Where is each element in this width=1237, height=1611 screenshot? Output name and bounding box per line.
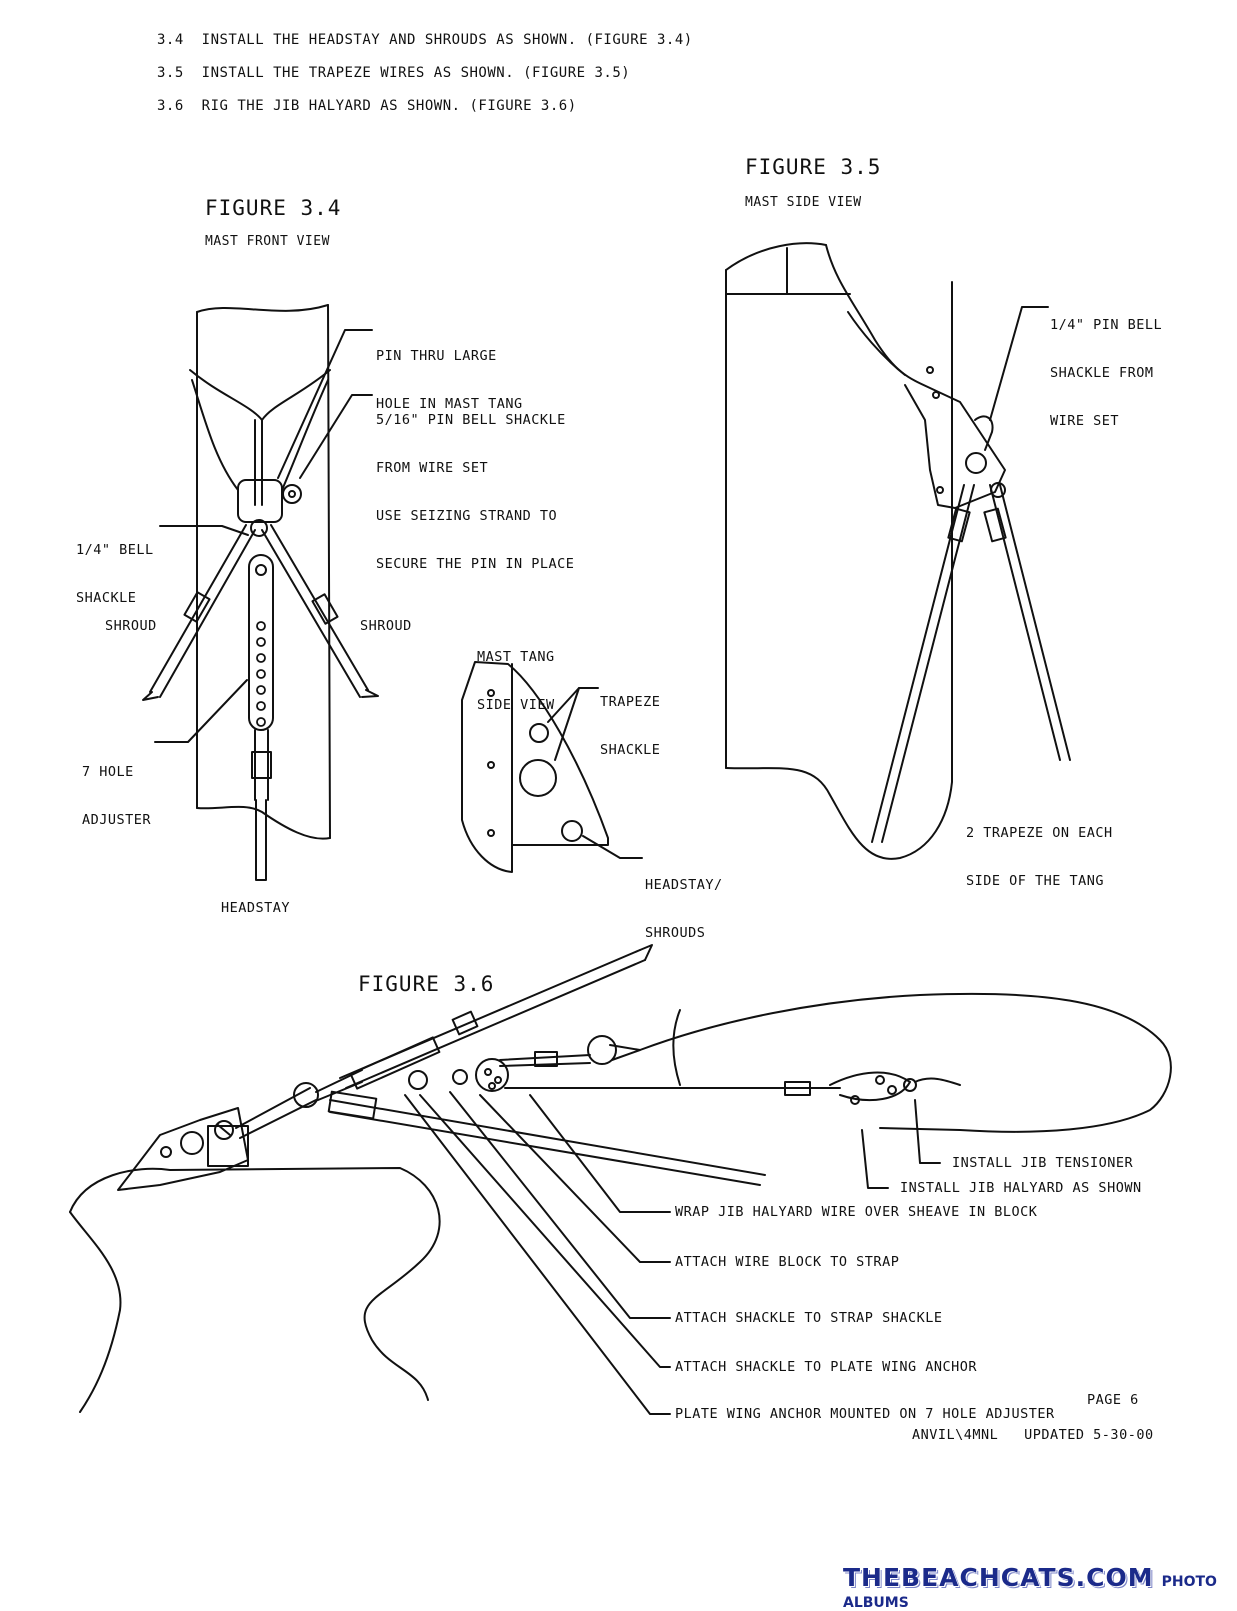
fig35-pin-bell-line-2: SHACKLE FROM: [1050, 365, 1154, 381]
step-3-4: 3.4 INSTALL THE HEADSTAY AND SHROUDS AS …: [157, 32, 693, 48]
adjuster-line-1: 7 HOLE: [82, 764, 134, 780]
tang-title-line-2: SIDE VIEW: [477, 697, 555, 713]
fig34-title: FIGURE 3.4: [205, 196, 342, 220]
adjuster-label: 7 HOLE ADJUSTER: [82, 732, 151, 844]
step-3-5: 3.5 INSTALL THE TRAPEZE WIRES AS SHOWN. …: [157, 65, 631, 81]
document-id: ANVIL\4MNL UPDATED 5-30-00: [912, 1427, 1154, 1443]
fig36-title: FIGURE 3.6: [358, 972, 495, 996]
pin-thru-label: PIN THRU LARGE HOLE IN MAST TANG: [376, 316, 523, 428]
jib-halyard-label: INSTALL JIB HALYARD AS SHOWN: [900, 1180, 1142, 1196]
plate-anchor-label: ATTACH SHACKLE TO PLATE WING ANCHOR: [675, 1359, 977, 1375]
trapeze-each-side-label: 2 TRAPEZE ON EACH SIDE OF THE TANG: [966, 793, 1113, 905]
fig35-pin-bell-line-1: 1/4" PIN BELL: [1050, 317, 1163, 333]
mounted-adjuster-label: PLATE WING ANCHOR MOUNTED ON 7 HOLE ADJU…: [675, 1406, 1055, 1422]
trapeze-shackle-line-2: SHACKLE: [600, 742, 661, 758]
bell-line-1: 1/4" BELL: [76, 542, 154, 558]
fig35-pin-bell-line-3: WIRE SET: [1050, 413, 1120, 429]
pin-bell-line-1: 5/16" PIN BELL SHACKLE: [376, 412, 566, 428]
adjuster-line-2: ADJUSTER: [82, 812, 152, 828]
jib-tensioner-label: INSTALL JIB TENSIONER: [952, 1155, 1134, 1171]
pin-bell-line-2: FROM WIRE SET: [376, 460, 489, 476]
pin-bell-shackle-label: 5/16" PIN BELL SHACKLE FROM WIRE SET USE…: [376, 380, 574, 588]
pin-thru-line-1: PIN THRU LARGE: [376, 348, 497, 364]
bell-line-2: SHACKLE: [76, 590, 137, 606]
fig35-title: FIGURE 3.5: [745, 155, 882, 179]
shroud-left-label: SHROUD: [105, 618, 157, 634]
pin-bell-line-3: USE SEIZING STRAND TO: [376, 508, 558, 524]
fig35-pin-bell-label: 1/4" PIN BELL SHACKLE FROM WIRE SET: [1050, 285, 1162, 445]
pin-thru-line-2: HOLE IN MAST TANG: [376, 396, 523, 412]
wrap-halyard-label: WRAP JIB HALYARD WIRE OVER SHEAVE IN BLO…: [675, 1204, 1038, 1220]
headstay-label: HEADSTAY: [221, 900, 291, 916]
page-number: PAGE 6: [1087, 1392, 1139, 1408]
headstay-shrouds-line-2: SHROUDS: [645, 925, 706, 941]
trapeze-each-side-line-1: 2 TRAPEZE ON EACH: [966, 825, 1113, 841]
shroud-right-label: SHROUD: [360, 618, 412, 634]
tang-side-view-drawing: [461, 661, 643, 873]
tang-title-line-1: MAST TANG: [477, 649, 555, 665]
bell-shackle-label: 1/4" BELL SHACKLE: [76, 510, 154, 622]
fig34-subtitle: MAST FRONT VIEW: [205, 234, 330, 249]
watermark-site: THEBEACHCATS.COM: [843, 1563, 1154, 1592]
step-3-6: 3.6 RIG THE JIB HALYARD AS SHOWN. (FIGUR…: [157, 98, 577, 114]
fig34-mast-drawing: [142, 304, 379, 881]
fig35-mast-drawing: [725, 242, 1071, 860]
fig36-drawing: [69, 944, 1172, 1415]
wire-block-label: ATTACH WIRE BLOCK TO STRAP: [675, 1254, 900, 1270]
fig35-subtitle: MAST SIDE VIEW: [745, 195, 862, 210]
tang-side-view-title: MAST TANG SIDE VIEW: [477, 617, 555, 729]
trapeze-shackle-line-1: TRAPEZE: [600, 694, 661, 710]
headstay-shrouds-label: HEADSTAY/ SHROUDS: [645, 845, 723, 957]
trapeze-each-side-line-2: SIDE OF THE TANG: [966, 873, 1105, 889]
headstay-shrouds-line-1: HEADSTAY/: [645, 877, 723, 893]
strap-shackle-label: ATTACH SHACKLE TO STRAP SHACKLE: [675, 1310, 943, 1326]
pin-bell-line-4: SECURE THE PIN IN PLACE: [376, 556, 575, 572]
trapeze-shackle-label: TRAPEZE SHACKLE: [600, 662, 660, 774]
